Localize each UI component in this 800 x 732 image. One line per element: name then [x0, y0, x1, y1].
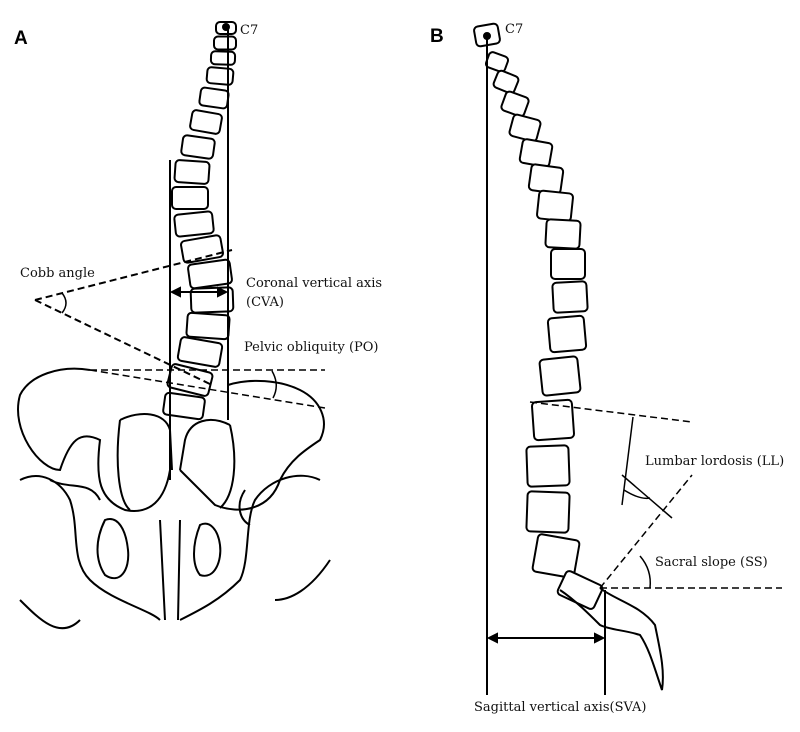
pubis — [19, 519, 331, 630]
panel-b-label: B — [430, 26, 444, 47]
vertebra — [508, 113, 542, 143]
c7-label-b: C7 — [505, 22, 524, 37]
vertebra — [546, 314, 588, 354]
po-pelvic-line — [89, 369, 326, 409]
ll-label: Lumbar lordosis (LL) — [645, 454, 785, 469]
ss-angle-arc — [639, 555, 652, 589]
ll-perpendicular-2 — [621, 474, 673, 519]
vertebra — [538, 355, 582, 397]
vertebra — [500, 90, 530, 118]
vertebra — [518, 138, 554, 168]
cobb-line-upper — [34, 249, 233, 301]
vertebra — [189, 109, 223, 135]
vertebra — [213, 35, 237, 51]
cva-arrowheads — [169, 286, 229, 298]
vertebra — [484, 51, 510, 73]
sva-label: Sagittal vertical axis(SVA) — [474, 700, 647, 715]
vertebra — [530, 398, 576, 442]
vertebra — [205, 66, 235, 86]
vertebra — [171, 186, 209, 210]
vertebra — [551, 280, 589, 314]
obturator-left — [96, 518, 130, 580]
vertebra — [162, 391, 206, 421]
cva-label-line1: Coronal vertical axis — [246, 276, 383, 291]
s1-endplate-line — [599, 474, 693, 589]
cobb-angle-arc — [61, 292, 67, 314]
vertebra — [173, 159, 211, 185]
vertebra — [527, 163, 565, 195]
sagittal-spine-vertebrae — [484, 51, 604, 610]
vertebra — [209, 50, 237, 66]
ss-label: Sacral slope (SS) — [655, 555, 768, 570]
po-angle-arc — [271, 370, 277, 399]
po-label: Pelvic obliquity (PO) — [244, 340, 379, 355]
hip-right — [179, 474, 321, 621]
vertebra — [550, 248, 586, 280]
panel-a-label: A — [14, 28, 28, 49]
l1-endplate-line — [529, 401, 693, 423]
cva-label-line2: (CVA) — [246, 295, 284, 310]
vertebra — [556, 570, 604, 610]
vertebra — [185, 311, 231, 341]
vertebra — [180, 134, 216, 160]
vertebra — [525, 444, 571, 488]
hip-left — [19, 475, 161, 621]
vertebra — [544, 218, 582, 250]
vertebra — [492, 69, 520, 95]
c7-point-b — [483, 32, 491, 40]
c7-point-a — [222, 23, 230, 31]
vertebra — [180, 234, 224, 264]
cobb-angle-label: Cobb angle — [20, 266, 95, 281]
ll-angle-arc — [623, 489, 651, 500]
coronal-spine-vertebrae — [162, 21, 237, 421]
vertebra — [531, 533, 581, 579]
vertebra — [173, 210, 215, 238]
vertebra — [198, 86, 230, 110]
c7-vertebra-b — [473, 22, 501, 48]
sacrum-coccyx — [559, 587, 664, 691]
vertebra — [187, 258, 233, 290]
c7-label-a: C7 — [240, 23, 259, 38]
sacrum-outline — [116, 413, 236, 511]
obturator-right — [193, 522, 222, 577]
pelvis-outline — [17, 367, 325, 512]
vertebra — [166, 363, 214, 397]
vertebra — [536, 189, 574, 223]
sva-arrowheads — [486, 632, 606, 644]
vertebra — [525, 490, 571, 534]
vertebra — [176, 336, 224, 368]
